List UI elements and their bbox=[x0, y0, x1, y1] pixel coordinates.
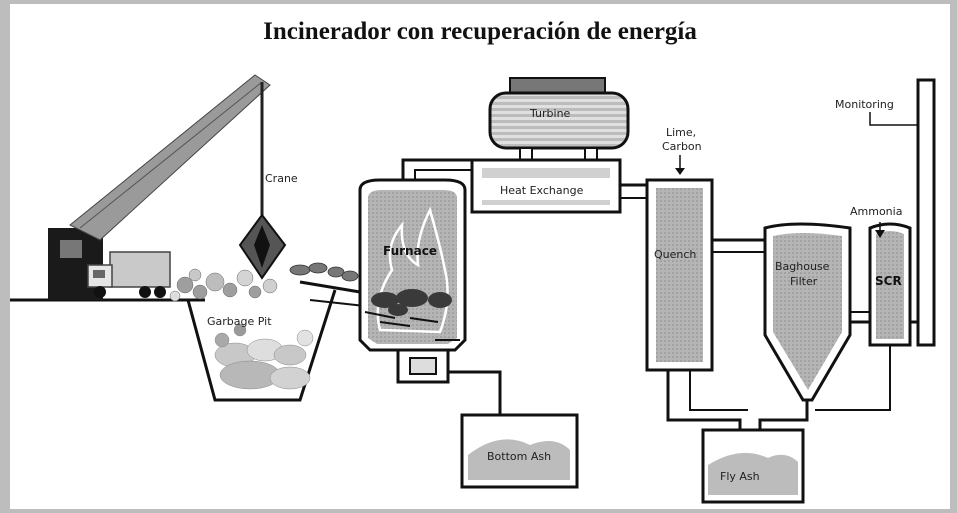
fly-ash-duct bbox=[666, 370, 742, 430]
fly-ash-bin bbox=[701, 428, 805, 504]
baghouse-label: Baghouse bbox=[775, 260, 830, 273]
stack bbox=[869, 78, 936, 347]
baghouse-filter bbox=[763, 222, 852, 402]
fly-ash-label: Fly Ash bbox=[720, 470, 760, 483]
furnace bbox=[358, 178, 467, 384]
crane bbox=[48, 74, 287, 300]
turbine bbox=[488, 77, 630, 164]
filter-label: Filter bbox=[790, 275, 818, 288]
scr-unit bbox=[868, 222, 912, 347]
turbine-label: Turbine bbox=[529, 107, 571, 120]
heat-exchange bbox=[470, 158, 622, 214]
monitoring-label: Monitoring bbox=[835, 98, 894, 111]
diagram-title: Incinerador con recuperación de energía bbox=[263, 18, 697, 45]
scr-label: SCR bbox=[875, 274, 902, 288]
bottom-ash-bin bbox=[460, 413, 579, 489]
furnace-duct bbox=[401, 158, 472, 180]
crane-label: Crane bbox=[265, 172, 298, 185]
feed-chute bbox=[289, 262, 366, 307]
carbon-label: Carbon bbox=[662, 140, 702, 153]
quench-label: Quench bbox=[654, 248, 696, 261]
quench-tower bbox=[645, 155, 714, 372]
bottom-ash-label: Bottom Ash bbox=[487, 450, 551, 463]
garbage-truck bbox=[87, 251, 171, 298]
furnace-label: Furnace bbox=[383, 244, 437, 258]
garbage-pile bbox=[169, 268, 278, 302]
heat-exchange-label: Heat Exchange bbox=[500, 184, 584, 197]
garbage-pit bbox=[186, 289, 337, 402]
garbage-pit-label: Garbage Pit bbox=[207, 315, 272, 328]
lime-label: Lime, bbox=[666, 126, 696, 139]
monitoring-line bbox=[869, 112, 918, 126]
ammonia-label: Ammonia bbox=[850, 205, 902, 218]
bottom-ash-duct bbox=[448, 370, 502, 415]
